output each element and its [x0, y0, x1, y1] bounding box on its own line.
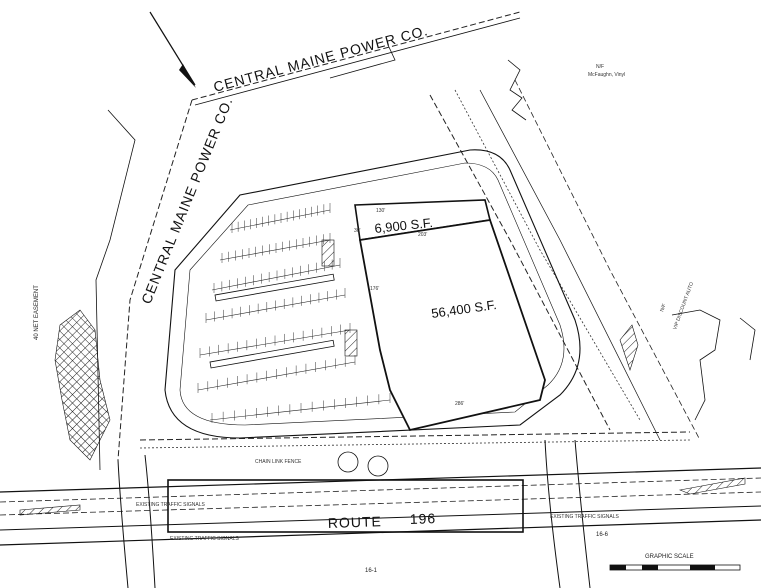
dim-286: 286' — [455, 401, 464, 407]
route-label: ROUTE — [328, 513, 383, 531]
dim-130: 130' — [376, 208, 385, 214]
route-196-road — [0, 467, 761, 546]
signals-left-label: EXISTING TRAFFIC SIGNALS — [136, 502, 205, 508]
graphic-scale-label: GRAPHIC SCALE — [645, 554, 694, 560]
abutter-mchugh-name: McFaughn, Vinyl — [588, 72, 625, 78]
wetland-hatch-left — [54, 309, 111, 461]
cmp-boundary-left — [95, 99, 193, 471]
abutter-discount-nf: N/F — [659, 303, 667, 313]
wetland-hatch-right — [619, 324, 639, 371]
parking-lot — [164, 149, 581, 439]
sheet-ref-1: 16-1 — [365, 568, 378, 574]
cmp-label-top: CENTRAL MAINE POWER CO. — [212, 22, 430, 95]
cmp-label-left: CENTRAL MAINE POWER CO. — [138, 95, 236, 306]
dim-176: 176' — [370, 286, 379, 292]
property-line-right — [429, 59, 701, 441]
fence-label: CHAIN LINK FENCE — [255, 459, 302, 465]
route-number: 196 — [410, 510, 437, 527]
building-large — [321, 218, 546, 432]
building-small-area: 6,900 S.F. — [374, 215, 434, 236]
abutter-discount-name: VIP DISCOUNT AUTO — [672, 281, 695, 330]
access-road-right — [544, 439, 591, 588]
signals-mid-label: EXISTING TRAFFIC SIGNALS — [170, 536, 239, 542]
easement-label: 40 NET EASEMENT — [34, 285, 40, 340]
sheet-ref-6: 16-6 — [596, 532, 609, 538]
abutter-mchugh-nf: N/F — [596, 64, 604, 70]
cmp-boundary-top — [191, 11, 521, 106]
site-entrance-circles — [337, 451, 389, 477]
dim-30: 30' — [354, 228, 361, 234]
access-road-left — [117, 454, 156, 588]
graphic-scale-bar — [609, 564, 741, 571]
abutter-parcel-right — [671, 309, 756, 421]
signals-right-label: EXISTING TRAFFIC SIGNALS — [550, 514, 619, 520]
chain-link-fence — [139, 431, 691, 449]
dim-203: 203' — [418, 232, 427, 238]
north-arrow-icon — [149, 11, 196, 88]
parking-stalls — [197, 203, 391, 423]
